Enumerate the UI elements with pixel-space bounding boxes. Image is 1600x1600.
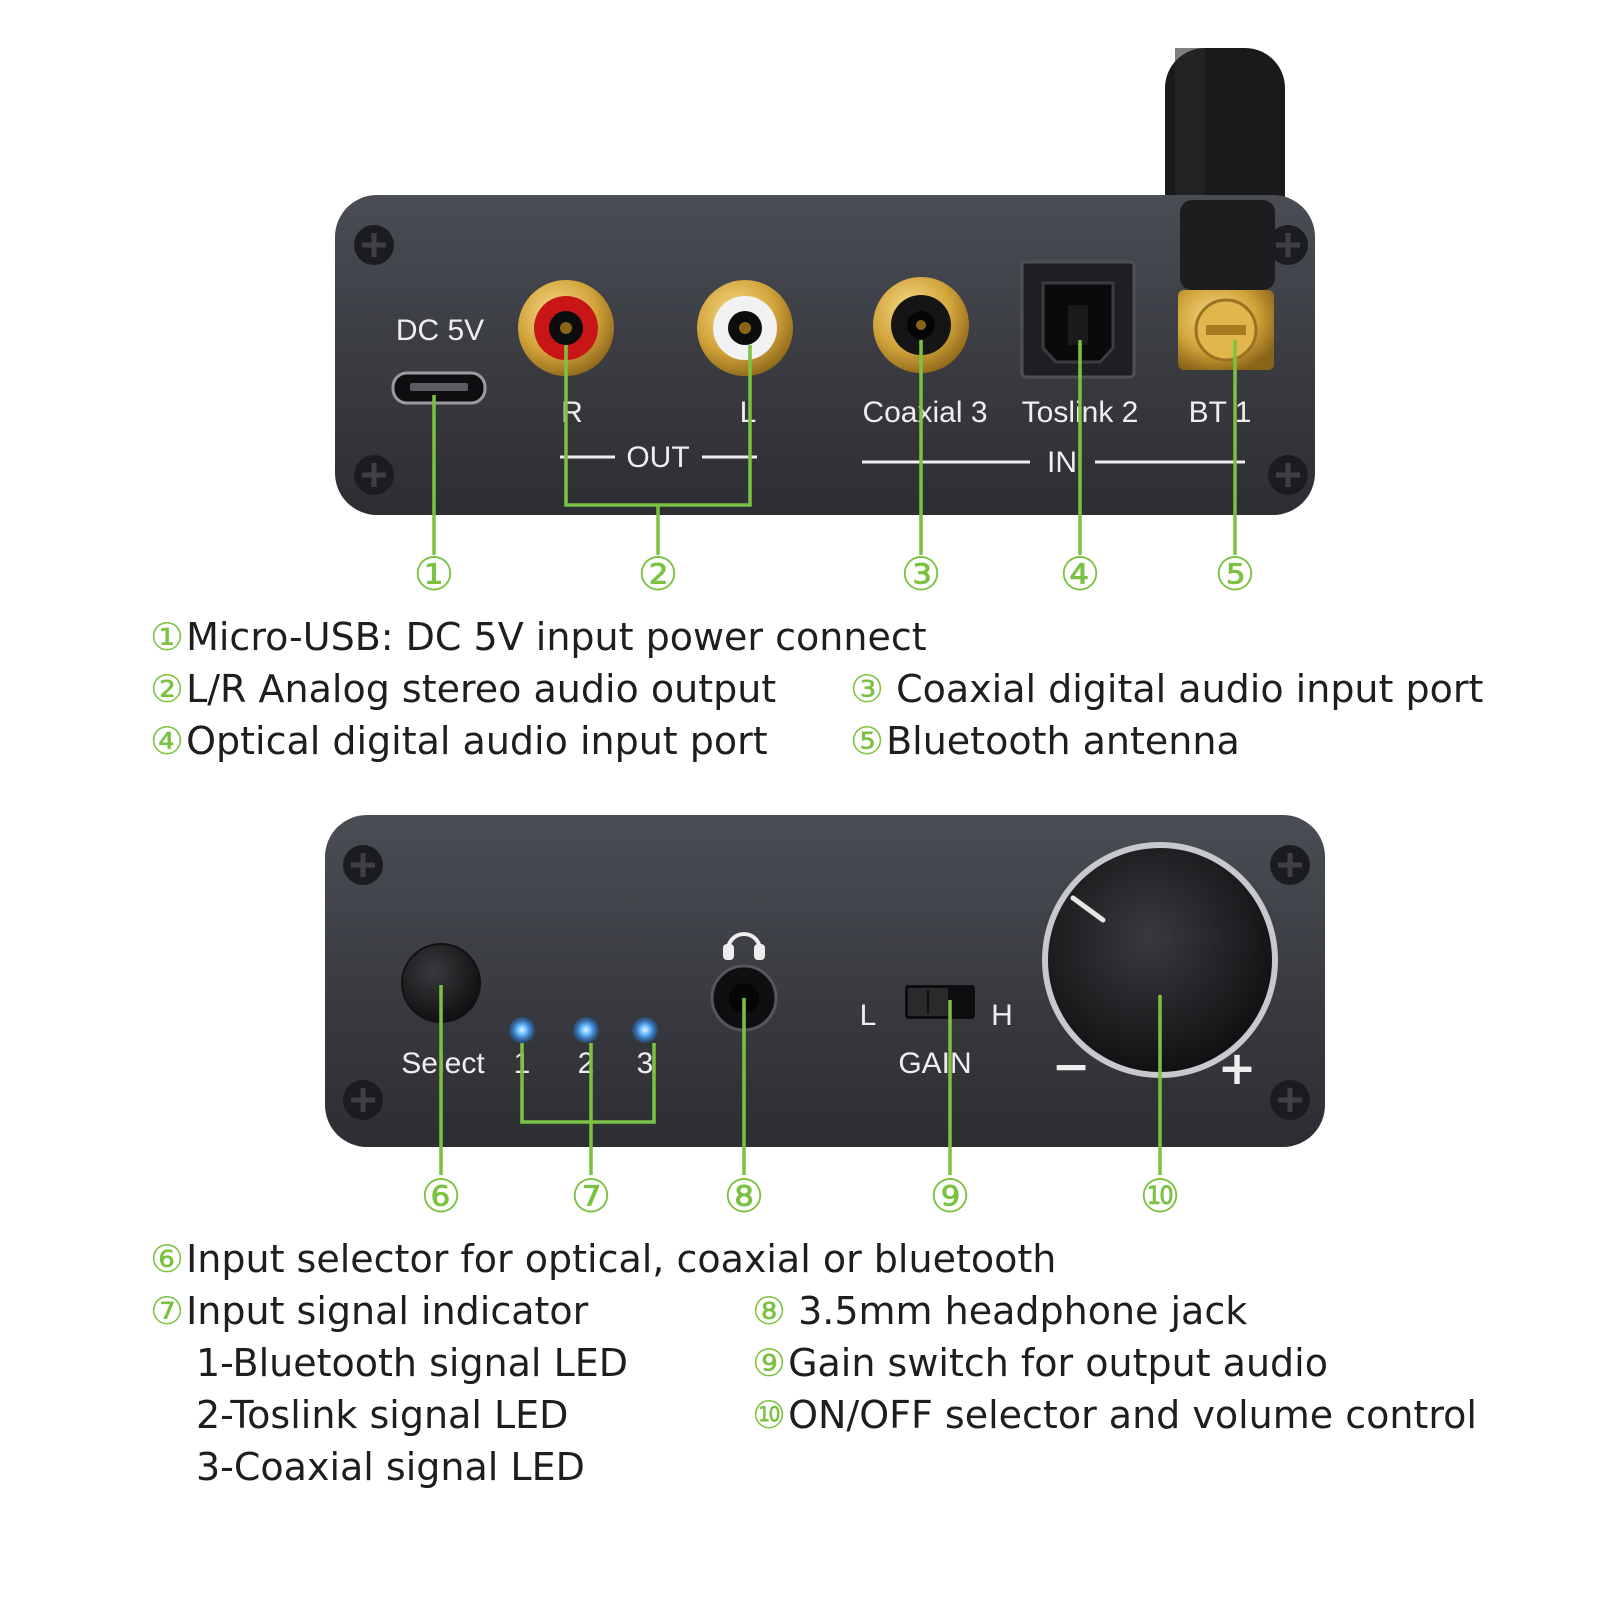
- legend-number: ⑨: [752, 1341, 787, 1385]
- callout-6: ⑥: [420, 1169, 461, 1223]
- rca-left-jack[interactable]: [697, 280, 793, 376]
- legend-text: L/R Analog stereo audio output: [186, 667, 777, 711]
- legend-text: Optical digital audio input port: [186, 719, 768, 763]
- screw-icon: [1268, 455, 1308, 495]
- legend-number: ⑩: [752, 1393, 787, 1437]
- gain-switch[interactable]: [905, 985, 975, 1019]
- led-3: [632, 1017, 658, 1043]
- screw-icon: [354, 455, 394, 495]
- legend-item-9: ⑨Gain switch for output audio: [752, 1344, 1328, 1382]
- legend-text: Input signal indicator: [186, 1289, 589, 1333]
- callout-5: ⑤: [1214, 547, 1255, 601]
- rear-panel: DC 5V R L OUT: [335, 48, 1315, 515]
- legend-item-2: ②L/R Analog stereo audio output: [150, 670, 776, 708]
- legend-item-6: ⑥Input selector for optical, coaxial or …: [150, 1240, 1056, 1278]
- led-3-label: 3: [637, 1047, 654, 1080]
- callout-9: ⑨: [929, 1169, 970, 1223]
- select-label: Select: [401, 1047, 485, 1080]
- rear-callout-numbers: ① ② ③ ④ ⑤: [413, 547, 1255, 601]
- legend-sub-1: 1-Bluetooth signal LED: [196, 1341, 629, 1385]
- legend-number: ③: [850, 667, 885, 711]
- legend-item-5: ⑤Bluetooth antenna: [850, 722, 1240, 760]
- legend-sub-2: 2-Toslink signal LED: [196, 1393, 569, 1437]
- callout-7: ⑦: [570, 1169, 611, 1223]
- screw-icon: [343, 845, 383, 885]
- legend-text: Gain switch for output audio: [788, 1341, 1328, 1385]
- led-1: [509, 1017, 535, 1043]
- screw-icon: [1270, 1080, 1310, 1120]
- rca-right-jack[interactable]: [518, 280, 614, 376]
- dc-label: DC 5V: [396, 314, 484, 347]
- legend-item-7: ⑦Input signal indicator: [150, 1292, 588, 1330]
- panel-body: [335, 195, 1315, 515]
- volume-knob[interactable]: [1042, 842, 1278, 1078]
- callout-4: ④: [1059, 547, 1100, 601]
- legend-number: ⑥: [150, 1237, 185, 1281]
- legend-number: ⑧: [752, 1289, 787, 1333]
- front-callout-numbers: ⑥ ⑦ ⑧ ⑨ ⑩: [420, 1169, 1180, 1223]
- screw-icon: [354, 225, 394, 265]
- out-label: OUT: [626, 441, 689, 474]
- callout-10: ⑩: [1139, 1169, 1180, 1223]
- volume-plus-label: +: [1218, 1041, 1257, 1095]
- front-callout-lines: [439, 985, 1162, 1175]
- in-label: IN: [1047, 446, 1077, 479]
- legend-number: ②: [150, 667, 185, 711]
- front-panel: Select 1 2 3 L H GAIN: [325, 815, 1325, 1147]
- legend-text: 3.5mm headphone jack: [798, 1289, 1248, 1333]
- in-coax-label: Coaxial 3: [862, 396, 987, 429]
- gain-h-label: H: [991, 999, 1013, 1032]
- legend-text: Coaxial digital audio input port: [896, 667, 1484, 711]
- legend-number: ④: [150, 719, 185, 763]
- callout-3: ③: [900, 547, 941, 601]
- legend-item-10: ⑩ON/OFF selector and volume control: [752, 1396, 1477, 1434]
- legend-text: Micro-USB: DC 5V input power connect: [186, 615, 927, 659]
- legend-text: Input selector for optical, coaxial or b…: [186, 1237, 1057, 1281]
- legend-text: Bluetooth antenna: [886, 719, 1240, 763]
- bt-antenna-connector[interactable]: [1178, 290, 1274, 370]
- callout-8: ⑧: [723, 1169, 764, 1223]
- out-l-label: L: [740, 396, 757, 429]
- legend-number: ⑦: [150, 1289, 185, 1333]
- legend-number: ①: [150, 615, 185, 659]
- volume-minus-label: −: [1052, 1039, 1091, 1093]
- screw-icon: [1268, 225, 1308, 265]
- rear-callout-lines: [432, 340, 1237, 555]
- legend-text: ON/OFF selector and volume control: [788, 1393, 1477, 1437]
- in-bt-label: BT 1: [1189, 396, 1252, 429]
- headphones-icon: [723, 932, 765, 960]
- legend-number: ⑤: [850, 719, 885, 763]
- screw-icon: [343, 1080, 383, 1120]
- coaxial-jack[interactable]: [873, 277, 969, 373]
- gain-label: GAIN: [898, 1047, 971, 1080]
- legend-item-4: ④Optical digital audio input port: [150, 722, 768, 760]
- toslink-port[interactable]: [1020, 260, 1136, 379]
- callout-2: ②: [637, 547, 678, 601]
- led-2: [573, 1017, 599, 1043]
- micro-usb-port[interactable]: [391, 371, 487, 405]
- screw-icon: [1270, 845, 1310, 885]
- callout-1: ①: [413, 547, 454, 601]
- gain-l-label: L: [860, 999, 877, 1032]
- legend-sub-3: 3-Coaxial signal LED: [196, 1445, 585, 1489]
- legend-item-1: ①Micro-USB: DC 5V input power connect: [150, 618, 927, 656]
